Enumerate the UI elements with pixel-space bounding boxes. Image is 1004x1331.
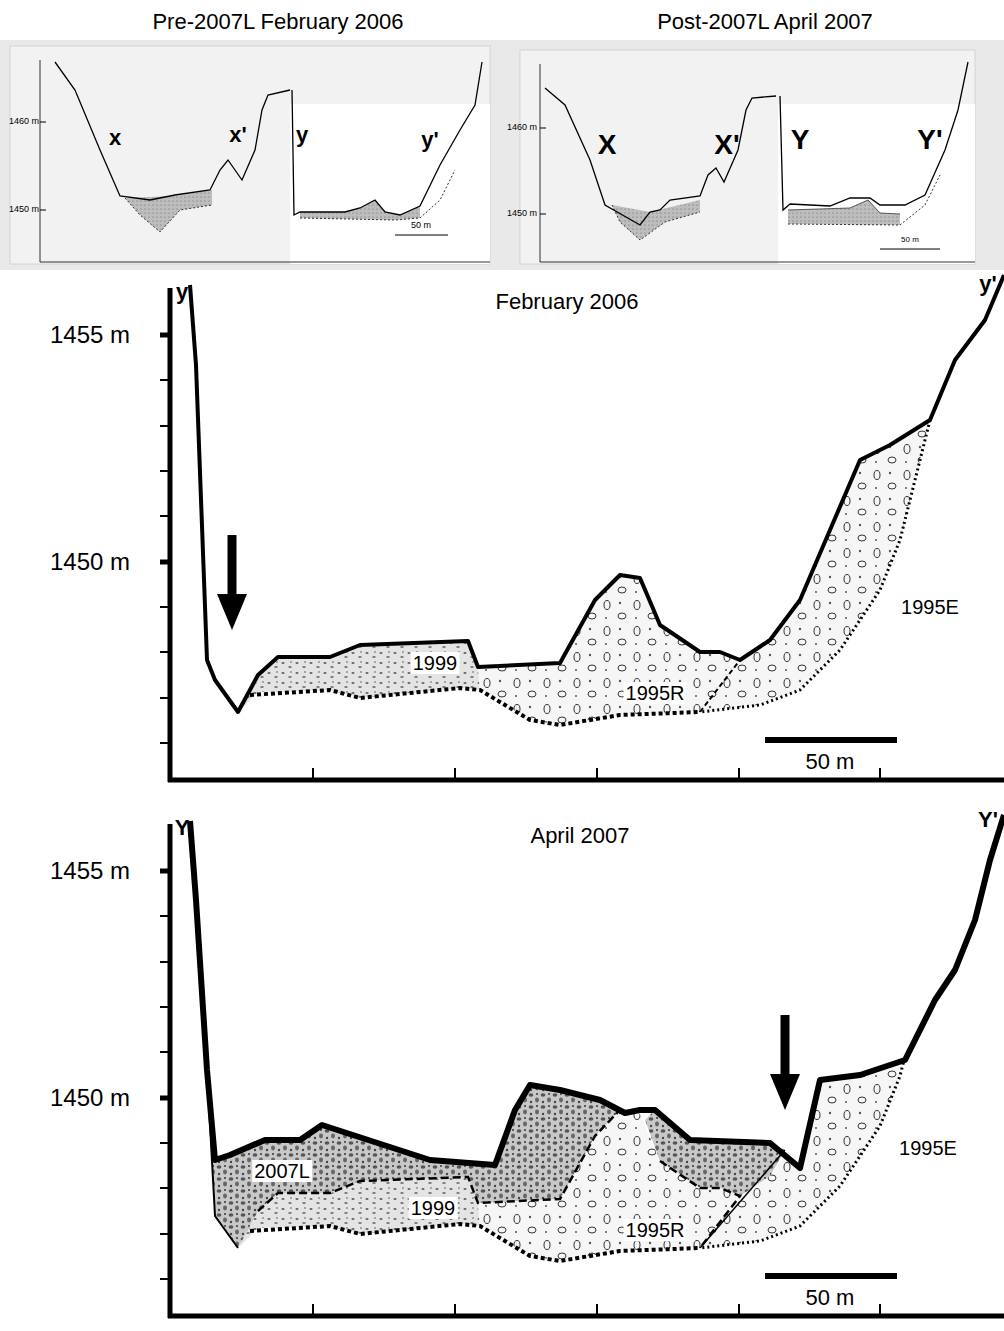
mini-panel-right	[520, 50, 975, 264]
panel-title: April 2007	[530, 824, 629, 848]
section-end-label: x'	[229, 123, 246, 147]
deposit-label: 1995E	[897, 1137, 959, 1159]
scale-label: 50 m	[901, 236, 919, 245]
axis-label: 1460 m	[9, 117, 39, 127]
panel-title: February 2006	[495, 290, 638, 314]
axis-label: 1455 m	[50, 322, 130, 348]
scale-label: 50 m	[411, 221, 431, 231]
scale-label: 50 m	[806, 1286, 855, 1310]
section-end-label: X'	[714, 130, 739, 161]
scale-label: 50 m	[806, 750, 855, 774]
axis-label: 1450 m	[50, 549, 130, 575]
deposit-label: 1995R	[624, 682, 687, 704]
section-end-label: y'	[979, 272, 996, 296]
axis-label: 1450 m	[9, 205, 39, 215]
section-end-label: Y	[791, 125, 810, 156]
section-end-label: y	[176, 280, 188, 304]
panel-title: Pre-2007L February 2006	[152, 10, 403, 34]
deposit-label: 1995R	[624, 1219, 687, 1241]
section-end-label: Y'	[978, 808, 998, 832]
mini-panel-left	[10, 46, 490, 264]
section-end-label: y'	[421, 128, 438, 152]
deposit-label: 1999	[411, 652, 460, 674]
section-end-label: Y	[175, 816, 190, 840]
axis-label: 1450 m	[507, 209, 537, 219]
section-end-label: y	[296, 123, 308, 147]
axis-label: 1460 m	[507, 123, 537, 133]
section-end-label: X	[598, 130, 617, 161]
axis-label: 1450 m	[50, 1085, 130, 1111]
deposit-label: 2007L	[252, 1160, 312, 1182]
section-apr-2007	[160, 815, 1004, 1318]
deposit-label: 1995E	[899, 596, 961, 618]
section-end-label: Y'	[917, 125, 942, 156]
panel-title: Post-2007L April 2007	[657, 10, 873, 34]
section-end-label: x	[109, 126, 121, 150]
deposit-label: 1999	[409, 1197, 458, 1219]
section-feb-2006	[160, 275, 1004, 782]
axis-label: 1455 m	[50, 858, 130, 884]
